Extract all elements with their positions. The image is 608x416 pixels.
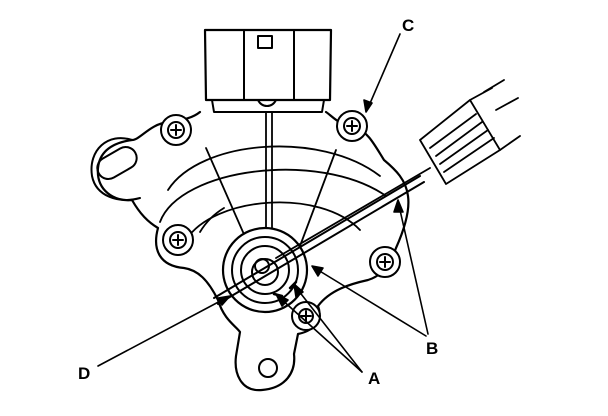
mounting-bolt-right [369,246,401,278]
alignment-pin [213,175,425,305]
inner-structure [159,111,387,249]
mounting-bolt-left [162,224,194,256]
callout-c-label: C [402,16,415,35]
callout-a-label: A [368,369,381,388]
mounting-bolt-bottom [291,301,321,331]
connector-block [203,28,333,113]
callout-d-label: D [78,364,91,383]
mounting-bolt-top-left [160,114,192,146]
sensor-housing [90,110,410,392]
callout-b-label: B [426,339,439,358]
leader-lines [97,33,429,373]
shaft-hub [221,226,309,314]
gauge-tool [275,79,521,259]
mounting-bolt-top-right [336,110,368,142]
